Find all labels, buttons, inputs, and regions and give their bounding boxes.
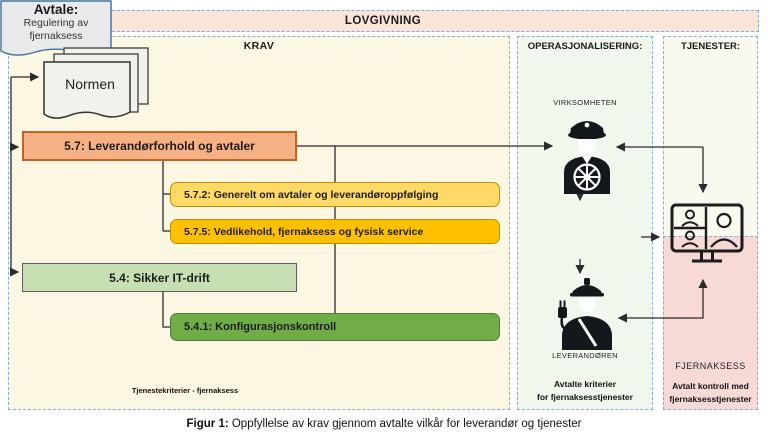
document-stack-icon (40, 46, 152, 124)
box-5-7-5-vedlikehold: 5.7.5: Vedlikehold, fjernaksess og fysis… (170, 219, 500, 244)
tjenester-caption-line2: fjernaksesstjenester (669, 393, 752, 404)
tjenester-header: TJENESTER: (680, 41, 741, 52)
tjenester-caption: Avtalt kontroll med fjernaksesstjenester (663, 380, 758, 406)
operasjonalisering-caption-line1: Avtalte kriterier (553, 379, 617, 389)
leverandoren-label: LEVERANDØREN (552, 351, 618, 360)
avtale-title: Avtale: (33, 2, 79, 17)
operasjonalisering-caption-line2: for fjernaksesstjenester (537, 391, 633, 402)
operasjonalisering-caption: Avtalte kriterier for fjernaksesstjenest… (517, 378, 653, 404)
electrician-worker-icon (556, 276, 618, 350)
fjernaksess-label: FJERNAKSESS (675, 361, 746, 371)
krav-header: KRAV (243, 40, 275, 52)
box-5-7-2-generelt-om-avtaler: 5.7.2: Generelt om avtaler og leverandør… (170, 182, 500, 207)
video-conference-monitor-icon (670, 203, 744, 269)
lovgivning-banner: LOVGIVNING (7, 10, 759, 32)
figure-caption: Figur 1: Oppfyllelse av krav gjennom avt… (0, 418, 768, 430)
fjernaksess-pink-area (663, 236, 758, 410)
box-5-7-leverandorforhold: 5.7: Leverandørforhold og avtaler (22, 131, 297, 161)
box-5-4-1-konfigurasjonskontroll: 5.4.1: Konfigurasjonskontroll (170, 313, 500, 341)
tjenester-caption-line1: Avtalt kontroll med (672, 381, 749, 391)
normen-label: Normen (65, 76, 115, 92)
operasjonalisering-header: OPERASJONALISERING: (527, 41, 643, 52)
ship-captain-icon (556, 110, 618, 196)
avtale-line2: fjernaksess (29, 30, 83, 43)
avtale-document-box: Avtale: Regulering av fjernaksess (0, 0, 112, 60)
figure-caption-text: Oppfyllelse av krav gjennom avtalte vilk… (228, 418, 582, 430)
virksomheten-label: VIRKSOMHETEN (553, 98, 617, 107)
box-5-4-sikker-it-drift: 5.4: Sikker IT-drift (22, 263, 297, 292)
figure-caption-prefix: Figur 1: (186, 418, 229, 430)
krav-caption: Tjenestekriterier - fjernaksess (131, 386, 239, 395)
avtale-line1: Regulering av (23, 17, 89, 29)
